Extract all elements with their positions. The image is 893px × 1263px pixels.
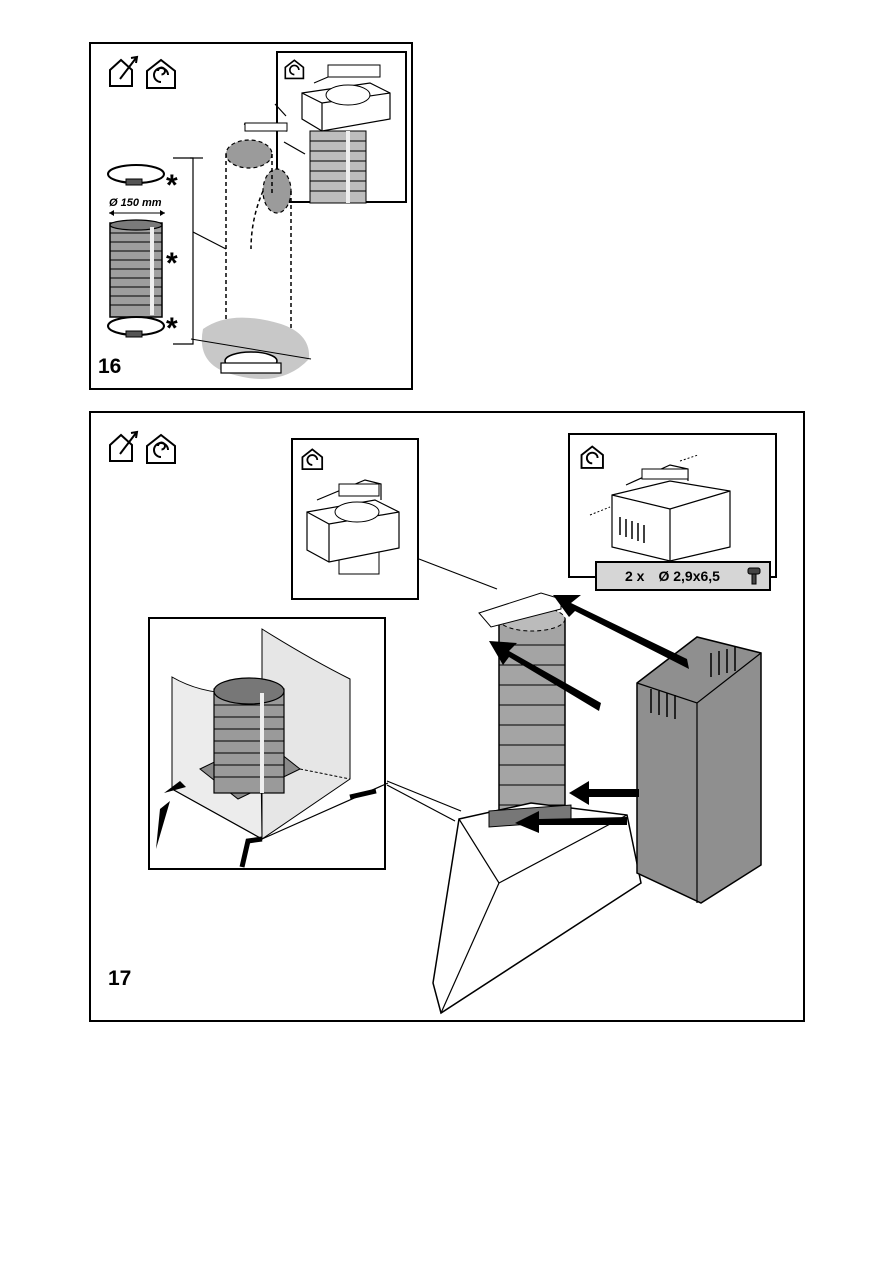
clamp-top-drawing — [102, 160, 172, 190]
figure-number: 16 — [98, 355, 121, 379]
flexible-hose-drawing — [106, 219, 170, 321]
optional-mark: * — [166, 314, 178, 344]
figure-number: 17 — [108, 967, 131, 991]
duct-path-drawing — [191, 119, 381, 379]
clamp-bottom-drawing — [102, 312, 172, 342]
figure-17-panel: 2 x Ø 2,9x6,5 — [89, 411, 805, 1022]
hood-assembly-drawing — [91, 413, 807, 1024]
optional-mark: * — [166, 171, 178, 201]
figure-16-panel: * Ø 150 mm * * 16 — [89, 42, 413, 390]
optional-mark: * — [166, 249, 178, 279]
diameter-dimension-line — [107, 208, 167, 218]
